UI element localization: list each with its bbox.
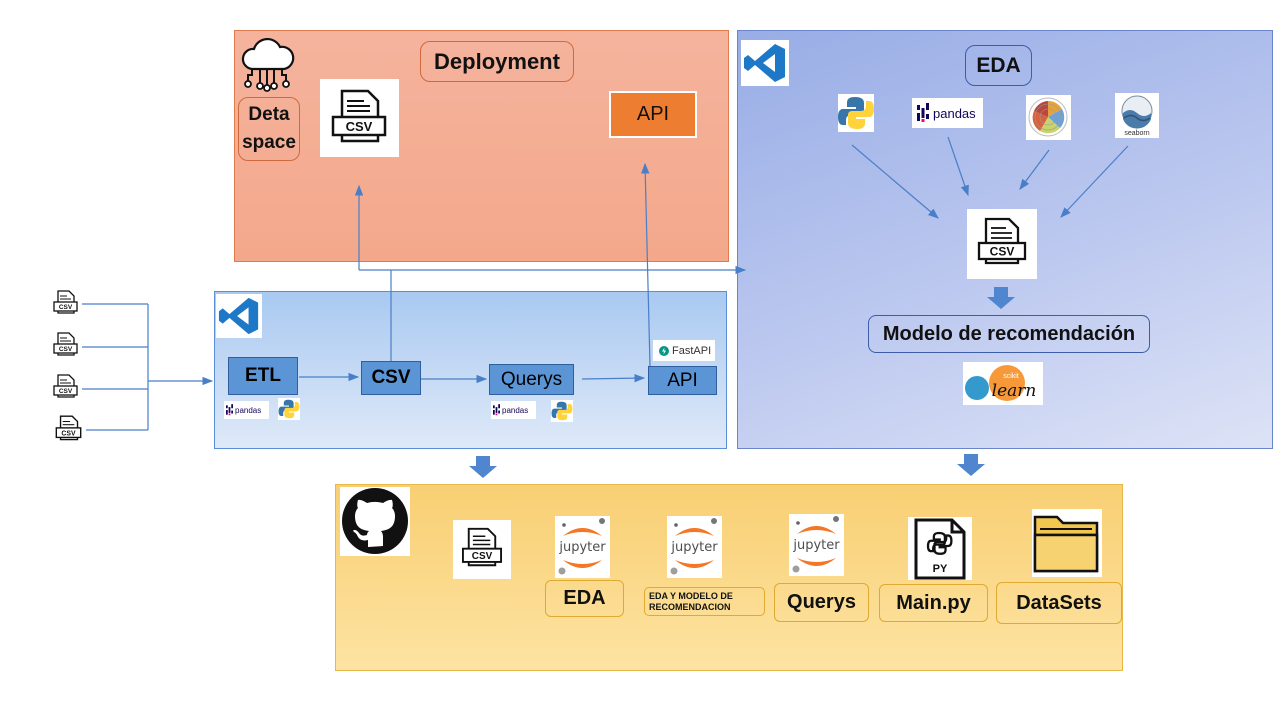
svg-text:CSV: CSV — [59, 304, 73, 311]
recommendation-model-box: Modelo de recomendación — [868, 315, 1150, 353]
vscode-icon-eda — [741, 40, 789, 86]
matplotlib-icon — [1026, 95, 1071, 140]
svg-text:learn: learn — [992, 381, 1037, 401]
github-datasets-label: DataSets — [996, 582, 1122, 624]
deploy-api-box: API — [609, 91, 697, 138]
svg-text:PY: PY — [933, 563, 948, 575]
data-space-label: Deta space — [238, 97, 300, 161]
sklearn-logo: scikit learn — [963, 362, 1043, 405]
matplotlib-to-csv-arrow — [1019, 149, 1050, 190]
folder-icon — [1032, 509, 1102, 577]
github-querys-label: Querys — [774, 583, 869, 622]
pandas-to-csv-arrow — [947, 136, 969, 197]
querys-box: Querys — [489, 364, 574, 395]
svg-text:jupyter: jupyter — [670, 540, 718, 555]
etl-to-github-block-arrow — [469, 456, 497, 478]
svg-text:CSV: CSV — [59, 346, 73, 353]
svg-text:seaborn: seaborn — [1124, 130, 1149, 137]
etl-box: ETL — [228, 357, 298, 395]
vscode-icon-etl — [216, 294, 262, 338]
github-icon — [340, 487, 410, 556]
github-eda-label: EDA — [545, 580, 624, 617]
input-csv-file-icon-3: CSV — [49, 372, 82, 404]
python-icon-eda — [838, 94, 874, 132]
svg-text:CSV: CSV — [990, 245, 1015, 259]
pandas-logo-eda: pandas — [912, 98, 983, 128]
jupyter-icon-querys: jupyter — [789, 514, 844, 576]
github-csv-file-icon: CSV — [453, 520, 511, 579]
cloud-network-icon — [238, 35, 296, 93]
jupyter-icon-eda-modelo: jupyter — [667, 516, 722, 578]
svg-text:CSV: CSV — [346, 119, 373, 134]
eda-to-github-block-arrow — [957, 454, 985, 476]
eda-title: EDA — [965, 45, 1032, 86]
input-csv-file-icon-4: CSV — [51, 413, 86, 447]
github-main-py-label: Main.py — [879, 584, 988, 622]
jupyter-icon-eda: jupyter — [555, 516, 610, 578]
etl-panel — [214, 291, 727, 449]
etl-csv-box: CSV — [361, 361, 421, 395]
eda-csv-file-icon: CSV — [967, 209, 1037, 279]
querys-to-api-arrow — [581, 373, 646, 383]
deployment-title: Deployment — [420, 41, 574, 82]
svg-text:jupyter: jupyter — [792, 538, 840, 553]
python-file-icon: PY — [908, 517, 972, 580]
seaborn-logo: seaborn — [1115, 93, 1159, 138]
seaborn-to-csv-arrow — [1060, 145, 1129, 218]
svg-text:CSV: CSV — [472, 551, 493, 562]
pandas-logo-etl: pandas — [224, 401, 269, 419]
csv-to-model-block-arrow — [987, 287, 1015, 309]
python-icon-etl — [278, 398, 300, 420]
to-deploy-api-arrow — [641, 162, 651, 367]
github-eda-modelo-label: EDA Y MODELO DE RECOMENDACION — [644, 587, 765, 616]
python-to-csv-arrow — [851, 144, 939, 219]
svg-text:scikit: scikit — [1003, 373, 1019, 380]
deploy-csv-file-icon: CSV — [320, 79, 399, 157]
input-csv-file-icon-2: CSV — [49, 330, 82, 362]
fastapi-logo: FastAPI — [653, 340, 715, 361]
python-icon-querys — [551, 400, 573, 422]
svg-text:CSV: CSV — [61, 430, 76, 437]
svg-text:jupyter: jupyter — [558, 540, 606, 555]
etl-api-box: API — [648, 366, 717, 395]
pandas-logo-querys: pandas — [491, 401, 536, 419]
svg-text:CSV: CSV — [59, 388, 73, 395]
input-csv-file-icon-1: CSV — [49, 288, 82, 320]
